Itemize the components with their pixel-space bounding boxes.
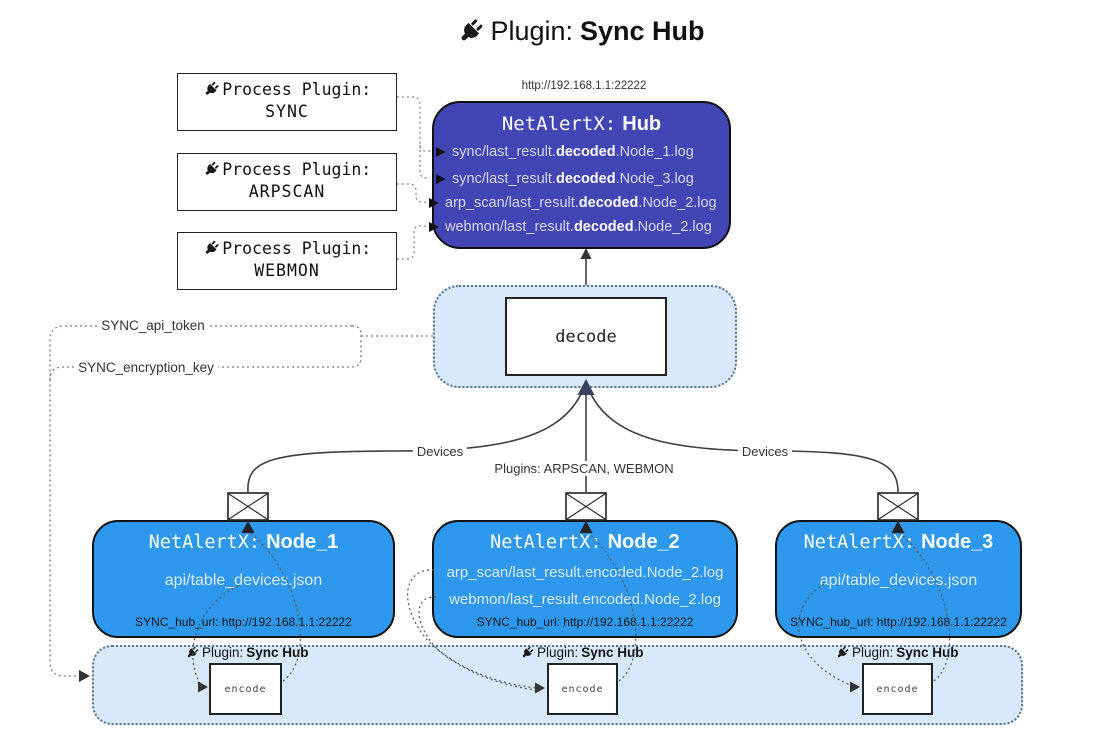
devices-label-right: Devices xyxy=(737,444,793,459)
page-title: Plugin: Sync Hub xyxy=(456,16,705,47)
plugins-label-center: Plugins: ARPSCAN, WEBMON xyxy=(490,461,678,476)
encode2-box: encode xyxy=(547,663,618,715)
decode-box: decode xyxy=(505,297,667,376)
hub-log-line: arp_scan/last_result.decoded.Node_2.log xyxy=(445,195,717,211)
node3-hub-url: SYNC_hub_url: http://192.168.1.1:22222 xyxy=(790,615,1007,629)
page-title-label: Plugin: xyxy=(490,16,574,46)
encode3-box: encode xyxy=(862,663,933,715)
sync-encryption-key-label: SYNC_encryption_key xyxy=(74,360,218,375)
hub-log-line: sync/last_result.decoded.Node_3.log xyxy=(452,171,694,187)
encoder3-label: Plugin:Sync Hub xyxy=(835,645,959,660)
node2-title: NetAlertX:Node_2 xyxy=(490,531,680,553)
node2-file: webmon/last_result.encoded.Node_2.log xyxy=(449,591,721,608)
plug-icon xyxy=(203,81,220,98)
plug-icon xyxy=(203,161,220,178)
node2-hub-url: SYNC_hub_url: http://192.168.1.1:22222 xyxy=(476,615,694,629)
sync-api-token-label: SYNC_api_token xyxy=(97,318,209,333)
plug-icon xyxy=(835,646,849,660)
envelope-icon xyxy=(877,492,919,521)
hub-log-line: sync/last_result.decoded.Node_1.log xyxy=(452,144,694,160)
node3-file: api/table_devices.json xyxy=(819,572,978,589)
node1-title: NetAlertX:Node_1 xyxy=(148,531,339,553)
edge-arpscan-plugin-to-log3 xyxy=(397,183,426,203)
plug-icon xyxy=(520,646,534,660)
edge-sync-plugin-to-log1 xyxy=(397,96,432,152)
hub-title-name: Hub xyxy=(622,113,662,135)
node1-hub-url: SYNC_hub_url: http://192.168.1.1:22222 xyxy=(135,615,352,629)
process-plugin-name: SYNC xyxy=(265,102,309,121)
node3-title: NetAlertX:Node_3 xyxy=(803,531,994,553)
edge-node1-to-decode xyxy=(247,389,584,493)
edge-node3-to-decode xyxy=(588,389,899,493)
arrowhead-decode-to-hub xyxy=(580,248,592,259)
plug-icon xyxy=(456,18,483,45)
encoder2-label: Plugin:Sync Hub xyxy=(520,645,644,660)
process-plugin-name: ARPSCAN xyxy=(248,182,326,201)
plug-icon xyxy=(203,240,220,257)
edge-api-token-corner xyxy=(351,325,362,337)
hub-log-line: webmon/last_result.decoded.Node_2.log xyxy=(445,219,712,235)
process-plugin-sync: Process Plugin: SYNC xyxy=(177,73,397,131)
plug-icon xyxy=(185,646,199,660)
hub-box: NetAlertX:Hub sync/last_result.decoded.N… xyxy=(432,101,731,249)
edge-webmon-plugin-to-log4 xyxy=(397,225,427,260)
arrowhead-settings-to-encode-band xyxy=(79,670,90,682)
devices-label-left: Devices xyxy=(412,444,468,459)
edge-sync-plugin-to-log2 xyxy=(419,145,430,179)
process-plugin-arpscan: Process Plugin: ARPSCAN xyxy=(177,153,397,211)
hub-url: http://192.168.1.1:22222 xyxy=(521,80,647,92)
hub-title: NetAlertX:Hub xyxy=(434,113,729,136)
process-plugin-webmon: Process Plugin: WEBMON xyxy=(177,232,397,290)
envelope-icon xyxy=(565,492,607,521)
node1-file: api/table_devices.json xyxy=(164,572,323,589)
encoder1-label: Plugin:Sync Hub xyxy=(185,645,309,660)
node1-box: NetAlertX:Node_1 api/table_devices.json … xyxy=(92,520,395,638)
node2-file: arp_scan/last_result.encoded.Node_2.log xyxy=(446,564,724,581)
node2-box: NetAlertX:Node_2 arp_scan/last_result.en… xyxy=(432,520,738,638)
process-plugin-name: WEBMON xyxy=(254,261,320,280)
encode1-box: encode xyxy=(209,663,282,715)
envelope-icon xyxy=(227,492,269,521)
node3-box: NetAlertX:Node_3 api/table_devices.json … xyxy=(775,520,1022,638)
page-title-name: Sync Hub xyxy=(580,16,705,46)
hub-title-prefix: NetAlertX: xyxy=(501,113,617,135)
